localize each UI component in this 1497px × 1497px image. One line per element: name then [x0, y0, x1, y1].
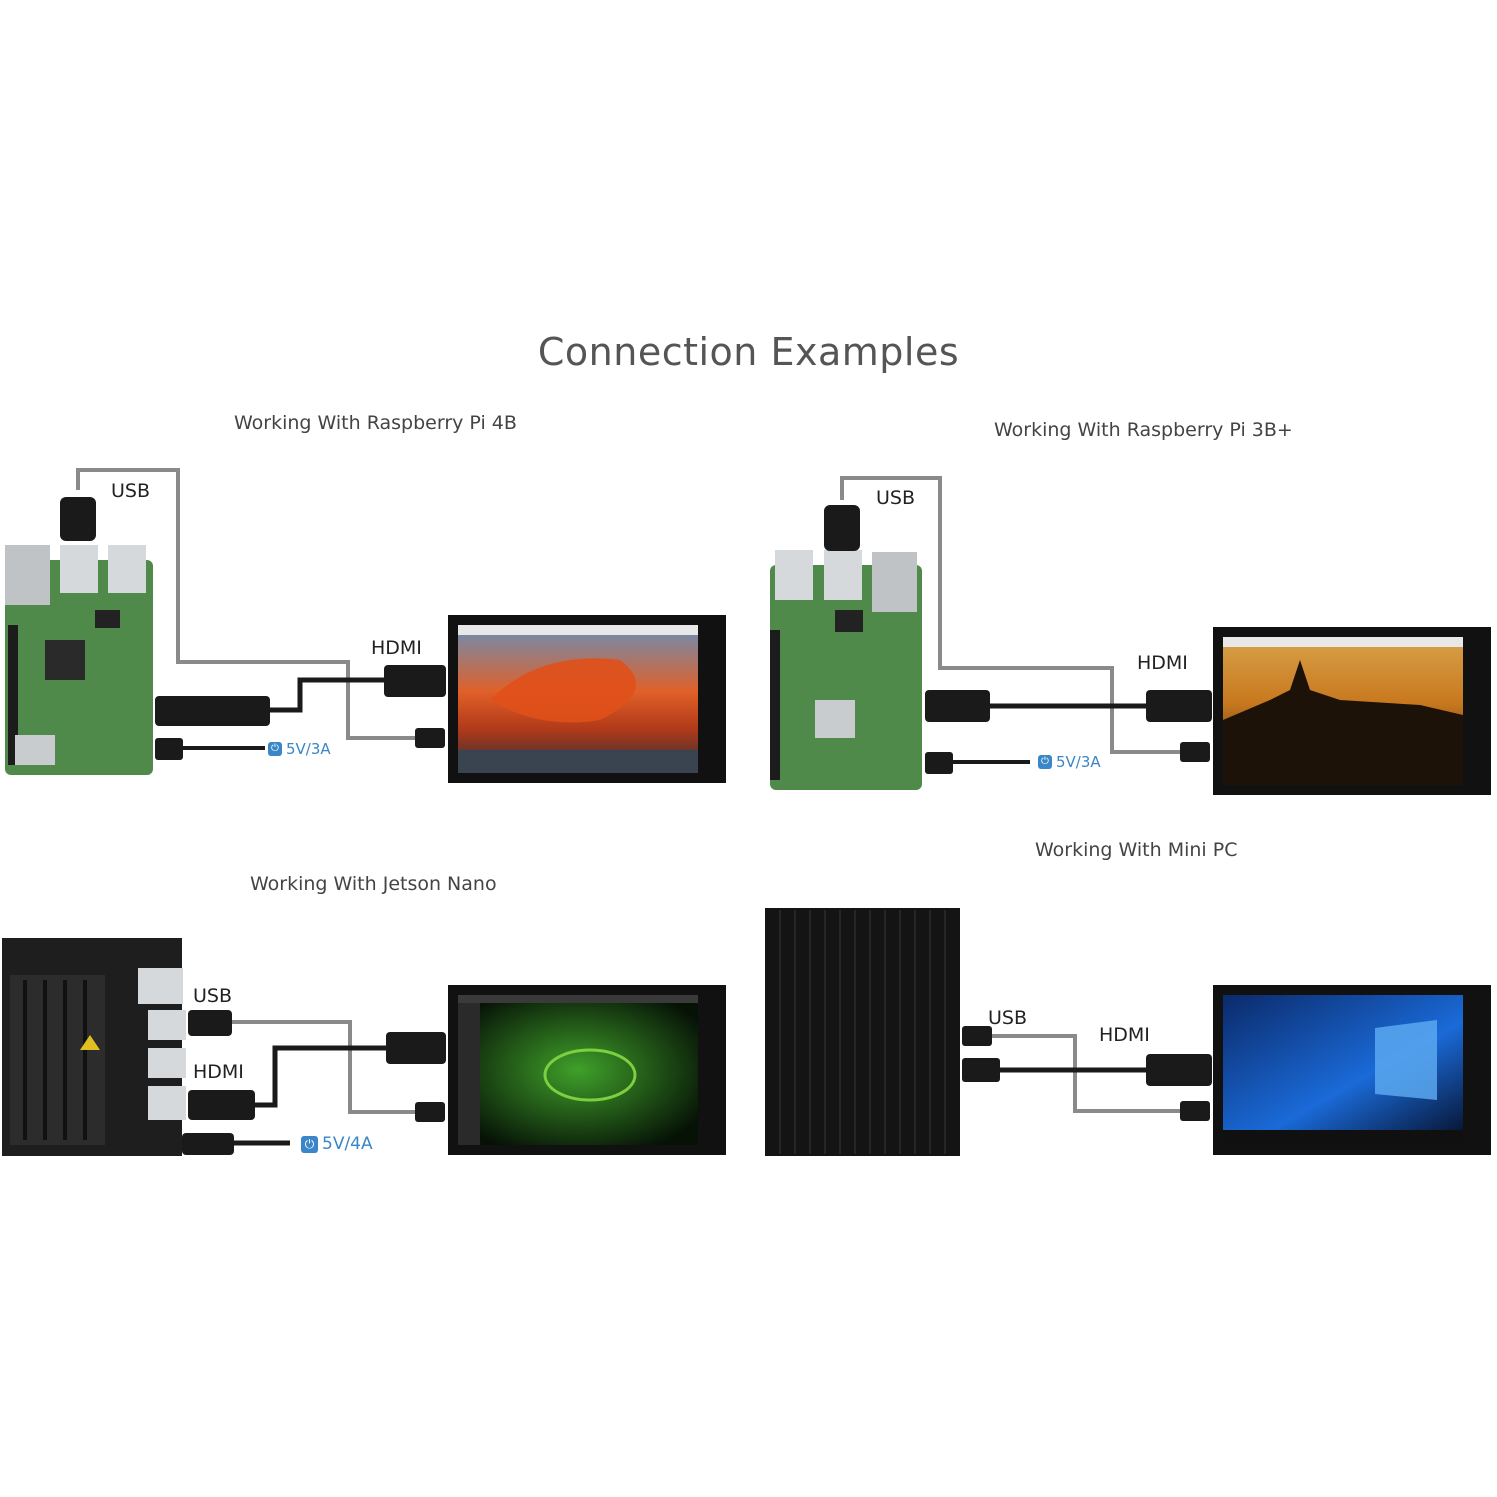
power-spec-pi3b: ⏻ 5V/3A: [1038, 753, 1101, 771]
usb-cable-jetson: [232, 1020, 420, 1114]
usb-label-pi4b: USB: [111, 480, 151, 502]
usb-cable-pi3b: [840, 476, 1185, 754]
display-minipc: [1213, 985, 1491, 1155]
raspberry-pi-3b-board: [770, 550, 922, 790]
power-spec-label: 5V/3A: [1056, 753, 1101, 771]
hdmi-label-jetson: HDMI: [193, 1061, 244, 1083]
page-title: Connection Examples: [537, 330, 960, 374]
power-spec-pi4b: ⏻ 5V/3A: [268, 740, 331, 758]
power-icon: ⏻: [268, 742, 282, 756]
display-pi4b: [448, 615, 726, 783]
mini-pc-case: [765, 908, 960, 1156]
raspberry-pi-4b-board: [5, 545, 153, 775]
power-spec-label: 5V/3A: [286, 740, 331, 758]
usb-label-pi3b: USB: [876, 487, 916, 509]
display-jetson: [448, 985, 726, 1155]
hdmi-cable-jetson: [255, 1045, 392, 1108]
usb-cable-minipc: [990, 1034, 1185, 1113]
power-spec-jetson: ⏻ 5V/4A: [301, 1134, 373, 1154]
usb-label-minipc: USB: [988, 1007, 1028, 1029]
power-icon: ⏻: [1038, 755, 1052, 769]
display-pi3b: [1213, 627, 1491, 795]
example-title-pi4b: Working With Raspberry Pi 4B: [234, 412, 517, 434]
jetson-nano-board: [2, 938, 186, 1156]
hdmi-label-pi4b: HDMI: [371, 637, 422, 659]
example-title-jetson: Working With Jetson Nano: [250, 873, 497, 895]
example-title-minipc: Working With Mini PC: [1035, 839, 1238, 861]
hdmi-cable-pi4b: [270, 677, 390, 713]
usb-cable-pi4b: [76, 468, 420, 740]
usb-label-jetson: USB: [193, 985, 233, 1007]
power-spec-label: 5V/4A: [322, 1134, 373, 1154]
example-title-pi3b: Working With Raspberry Pi 3B+: [994, 419, 1293, 441]
power-icon: ⏻: [301, 1135, 318, 1153]
hdmi-label-pi3b: HDMI: [1137, 652, 1188, 674]
hdmi-label-minipc: HDMI: [1099, 1024, 1150, 1046]
